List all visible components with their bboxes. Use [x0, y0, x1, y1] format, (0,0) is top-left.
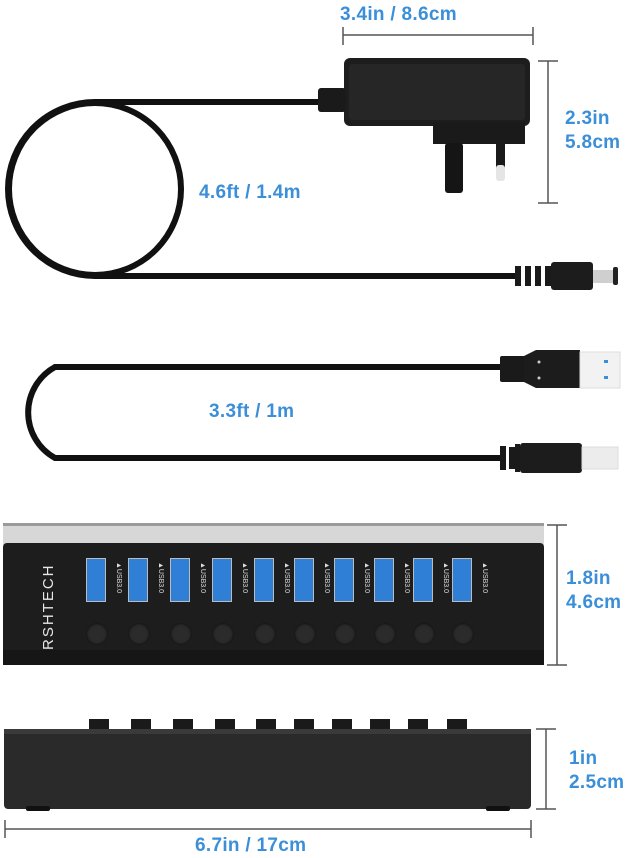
hub-width-label: 6.7in / 17cm [195, 835, 307, 856]
adapter-height-cm: 5.8cm [565, 131, 621, 153]
side-height-dimension-line [536, 728, 556, 810]
side-height-cm: 2.5cm [569, 771, 625, 793]
usb-port-label: ▲USB3.0 [442, 561, 450, 594]
brand-logo: RSHTECH [40, 563, 57, 650]
power-switch[interactable] [334, 623, 356, 645]
hub-height-inches: 1.8in [566, 568, 611, 589]
usb-port [86, 558, 106, 602]
side-width-dimension-line [4, 820, 532, 838]
hub-height-dimension-line [547, 524, 567, 666]
usb-port-label: ▲USB3.0 [199, 561, 207, 594]
hub-height-label: 1.8in 4.6cm [566, 567, 621, 615]
usb-port [294, 558, 314, 602]
usb-port-label: ▲USB3.0 [115, 561, 123, 594]
usb-port [452, 558, 472, 602]
usb-port-label: ▲USB3.0 [241, 561, 249, 594]
power-switch[interactable] [374, 623, 396, 645]
usb-port [374, 558, 394, 602]
usb-port [413, 558, 433, 602]
adapter-height-label: 2.3in 5.8cm [565, 107, 620, 155]
side-height-label: 1in 2.5cm [569, 747, 624, 795]
usb-port-label: ▲USB3.0 [403, 561, 411, 594]
usb-port [334, 558, 354, 602]
power-switch[interactable] [170, 623, 192, 645]
usb-port-label: ▲USB3.0 [323, 561, 331, 594]
adapter-height-inches: 2.3in [565, 108, 610, 129]
side-height-inches: 1in [569, 748, 598, 769]
power-switch[interactable] [254, 623, 276, 645]
usb-a-connector [500, 350, 621, 389]
power-switch-row [86, 623, 486, 645]
hub-height-cm: 4.6cm [566, 591, 622, 613]
power-cable [5, 99, 520, 279]
usb-cable [25, 364, 505, 461]
usb-port [212, 558, 232, 602]
usb-port-label: ▲USB3.0 [363, 561, 371, 594]
power-cable-length-label: 4.6ft / 1.4m [199, 182, 301, 203]
usb-port [170, 558, 190, 602]
power-adapter [318, 58, 530, 193]
usb-port-label: ▲USB3.0 [157, 561, 165, 594]
adapter-width-dimension-line [342, 27, 534, 45]
power-switch[interactable] [128, 623, 150, 645]
power-switch[interactable] [413, 623, 435, 645]
usb-port-label: ▲USB3.0 [283, 561, 291, 594]
adapter-width-label: 3.4in / 8.6cm [340, 4, 457, 25]
adapter-height-dimension-line [538, 60, 558, 204]
power-switch[interactable] [294, 623, 316, 645]
usb-cable-length-label: 3.3ft / 1m [209, 401, 295, 422]
dc-plug [515, 262, 618, 290]
hub-side [4, 719, 531, 811]
power-switch[interactable] [86, 623, 108, 645]
power-switch[interactable] [212, 623, 234, 645]
usb-port-label: ▲USB3.0 [481, 561, 489, 594]
usb-port [254, 558, 274, 602]
usb-port [128, 558, 148, 602]
usb-port-row: ▲USB3.0 ▲USB3.0 ▲USB3.0 ▲USB3.0 ▲USB3.0 ▲USB3… [86, 558, 489, 604]
usb-b-connector [500, 443, 619, 473]
power-switch[interactable] [452, 623, 474, 645]
